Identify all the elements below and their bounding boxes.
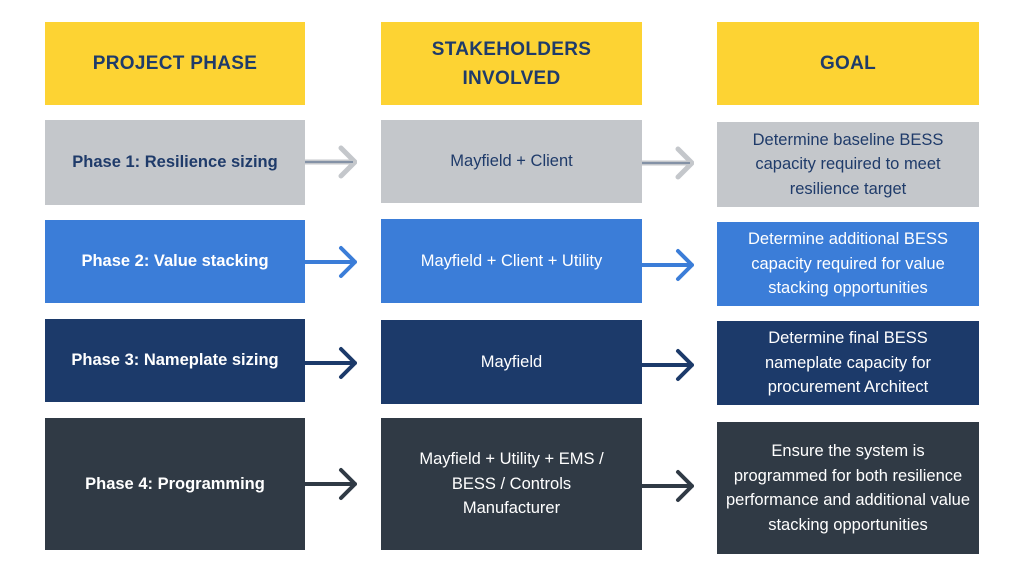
phase-1-box: Phase 1: Resilience sizing [45, 120, 305, 205]
goal-1-box: Determine baseline BESS capacity require… [717, 122, 979, 207]
phase-1-label: Phase 1: Resilience sizing [72, 153, 278, 172]
arrow-right-icon [642, 470, 694, 502]
stakeholders-1-box: Mayfield + Client [381, 120, 642, 203]
arrow-right-icon [642, 349, 694, 381]
stakeholders-3-box: Mayfield [381, 320, 642, 404]
header-goal: GOAL [717, 22, 979, 105]
goal-4-box: Ensure the system is programmed for both… [717, 422, 979, 554]
phase-2-box: Phase 2: Value stacking [45, 220, 305, 303]
header-project-phase-label: PROJECT PHASE [92, 53, 258, 74]
arrow-right-icon [305, 347, 357, 379]
phase-3-label: Phase 3: Nameplate sizing [71, 351, 279, 370]
arrow-right-icon [305, 145, 357, 179]
stakeholders-2-label: Mayfield + Client + Utility [420, 251, 603, 270]
header-stakeholders: STAKEHOLDERS INVOLVED [381, 22, 642, 105]
header-project-phase: PROJECT PHASE [45, 22, 305, 105]
goal-2-label: Determine additional BESS capacity requi… [748, 230, 948, 298]
goal-1-label: Determine baseline BESS capacity require… [752, 130, 944, 198]
stakeholders-4-box: Mayfield + Utility + EMS / BESS / Contro… [381, 418, 642, 550]
header-goal-label: GOAL [819, 53, 877, 74]
goal-3-box: Determine final BESS nameplate capacity … [717, 321, 979, 405]
phase-3-box: Phase 3: Nameplate sizing [45, 319, 305, 402]
goal-4-label: Ensure the system is programmed for both… [726, 442, 970, 534]
arrow-right-icon [642, 146, 694, 180]
stakeholders-3-label: Mayfield [480, 352, 543, 371]
stakeholders-2-box: Mayfield + Client + Utility [381, 219, 642, 303]
phase-4-box: Phase 4: Programming [45, 418, 305, 550]
goal-3-label: Determine final BESS nameplate capacity … [764, 329, 931, 397]
stakeholders-1-label: Mayfield + Client [450, 152, 573, 171]
arrow-right-icon [305, 468, 357, 500]
phase-2-label: Phase 2: Value stacking [81, 252, 269, 271]
goal-2-box: Determine additional BESS capacity requi… [717, 222, 979, 306]
arrow-right-icon [642, 249, 694, 281]
phase-4-label: Phase 4: Programming [85, 474, 265, 493]
arrow-right-icon [305, 246, 357, 278]
stakeholders-4-label: Mayfield + Utility + EMS / BESS / Contro… [419, 450, 604, 518]
header-stakeholders-label: STAKEHOLDERS INVOLVED [431, 38, 592, 89]
